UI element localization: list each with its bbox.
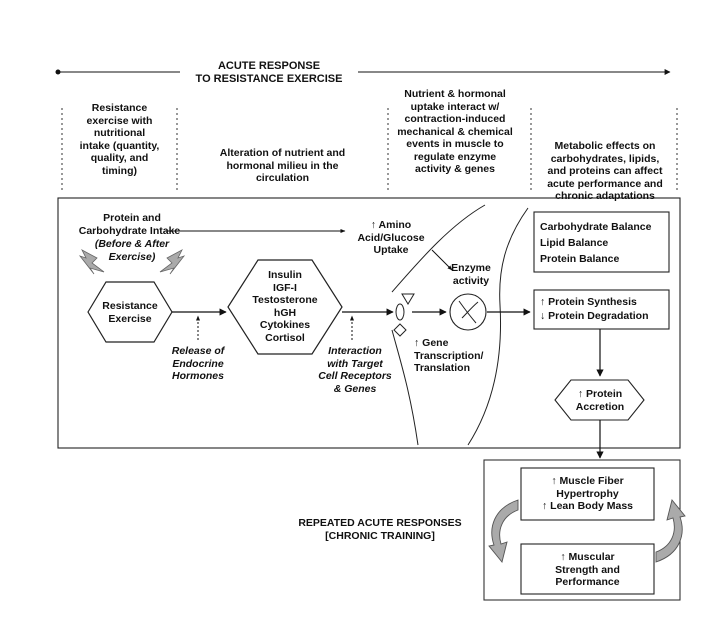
repeated-label: REPEATED ACUTE RESPONSES [CHRONIC TRAINI… [298, 517, 462, 542]
cycle-arrow-right-icon [655, 499, 686, 563]
hypertrophy-label: ↑ Muscle Fiber Hypertrophy ↑ Lean Body M… [541, 475, 634, 512]
interaction-label: Interaction with Target Cell Receptors &… [318, 345, 392, 395]
exercise-label: Resistance Exercise [102, 300, 158, 325]
dna-icon [458, 300, 479, 324]
cycle-arrow-left-icon [488, 499, 519, 563]
cell-membrane-bottom [391, 329, 419, 446]
balance-label: Carbohydrate Balance Lipid Balance Prote… [540, 221, 652, 265]
receptor-triangle [401, 293, 415, 305]
intake-label-2: Carbohydrate Intake [78, 225, 181, 237]
cell-membrane-right [467, 207, 529, 446]
strength-label: ↑ Muscular Strength and Performance [555, 551, 620, 588]
receptor-oval [395, 303, 405, 321]
uptake-to-enzyme-arrow [431, 249, 453, 271]
synthesis-label: ↑ Protein Synthesis ↓ Protein Degradatio… [540, 296, 649, 322]
release-label: Release of Endocrine Hormones [171, 345, 225, 382]
lightning-left-icon [78, 249, 105, 275]
hormones-label: Insulin IGF-I Testosterone hGH Cytokines… [252, 269, 318, 344]
hormones-hexagon [227, 259, 343, 355]
column-1-text: Resistance exercise with nutritional int… [79, 102, 160, 177]
header-title: ACUTE RESPONSE TO RESISTANCE EXERCISE [195, 60, 343, 85]
main-frame [57, 197, 681, 449]
column-dividers [61, 108, 678, 190]
gene-label: ↑ Gene Transcription/ Translation [414, 337, 484, 374]
intake-timing: (Before & After Exercise) [94, 238, 170, 263]
balance-box [533, 211, 670, 273]
uptake-label: ↑ Amino Acid/Glucose Uptake [357, 219, 425, 256]
column-3-text: Nutrient & hormonal uptake interact w/ c… [397, 88, 513, 175]
column-2-text: Alteration of nutrient and hormonal mili… [219, 147, 346, 184]
column-4-text: Metabolic effects on carbohydrates, lipi… [547, 140, 663, 202]
synthesis-box [533, 289, 670, 330]
cell-membrane-top [391, 204, 486, 293]
strength-box [520, 543, 655, 595]
receptor-diamond [393, 323, 407, 337]
lightning-right-icon [159, 249, 186, 275]
intake-label-1: Protein and [103, 212, 161, 224]
enzyme-label: Enzyme activity [451, 262, 491, 287]
accretion-hexagon [554, 379, 645, 421]
accretion-label: ↑ Protein Accretion [575, 388, 625, 413]
hypertrophy-box [520, 467, 655, 521]
